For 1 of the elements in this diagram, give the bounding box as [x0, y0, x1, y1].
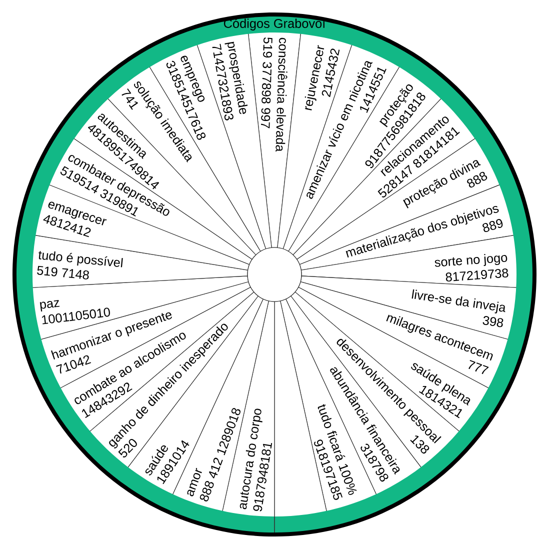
- title: Códigos Grabovoï: [224, 18, 326, 30]
